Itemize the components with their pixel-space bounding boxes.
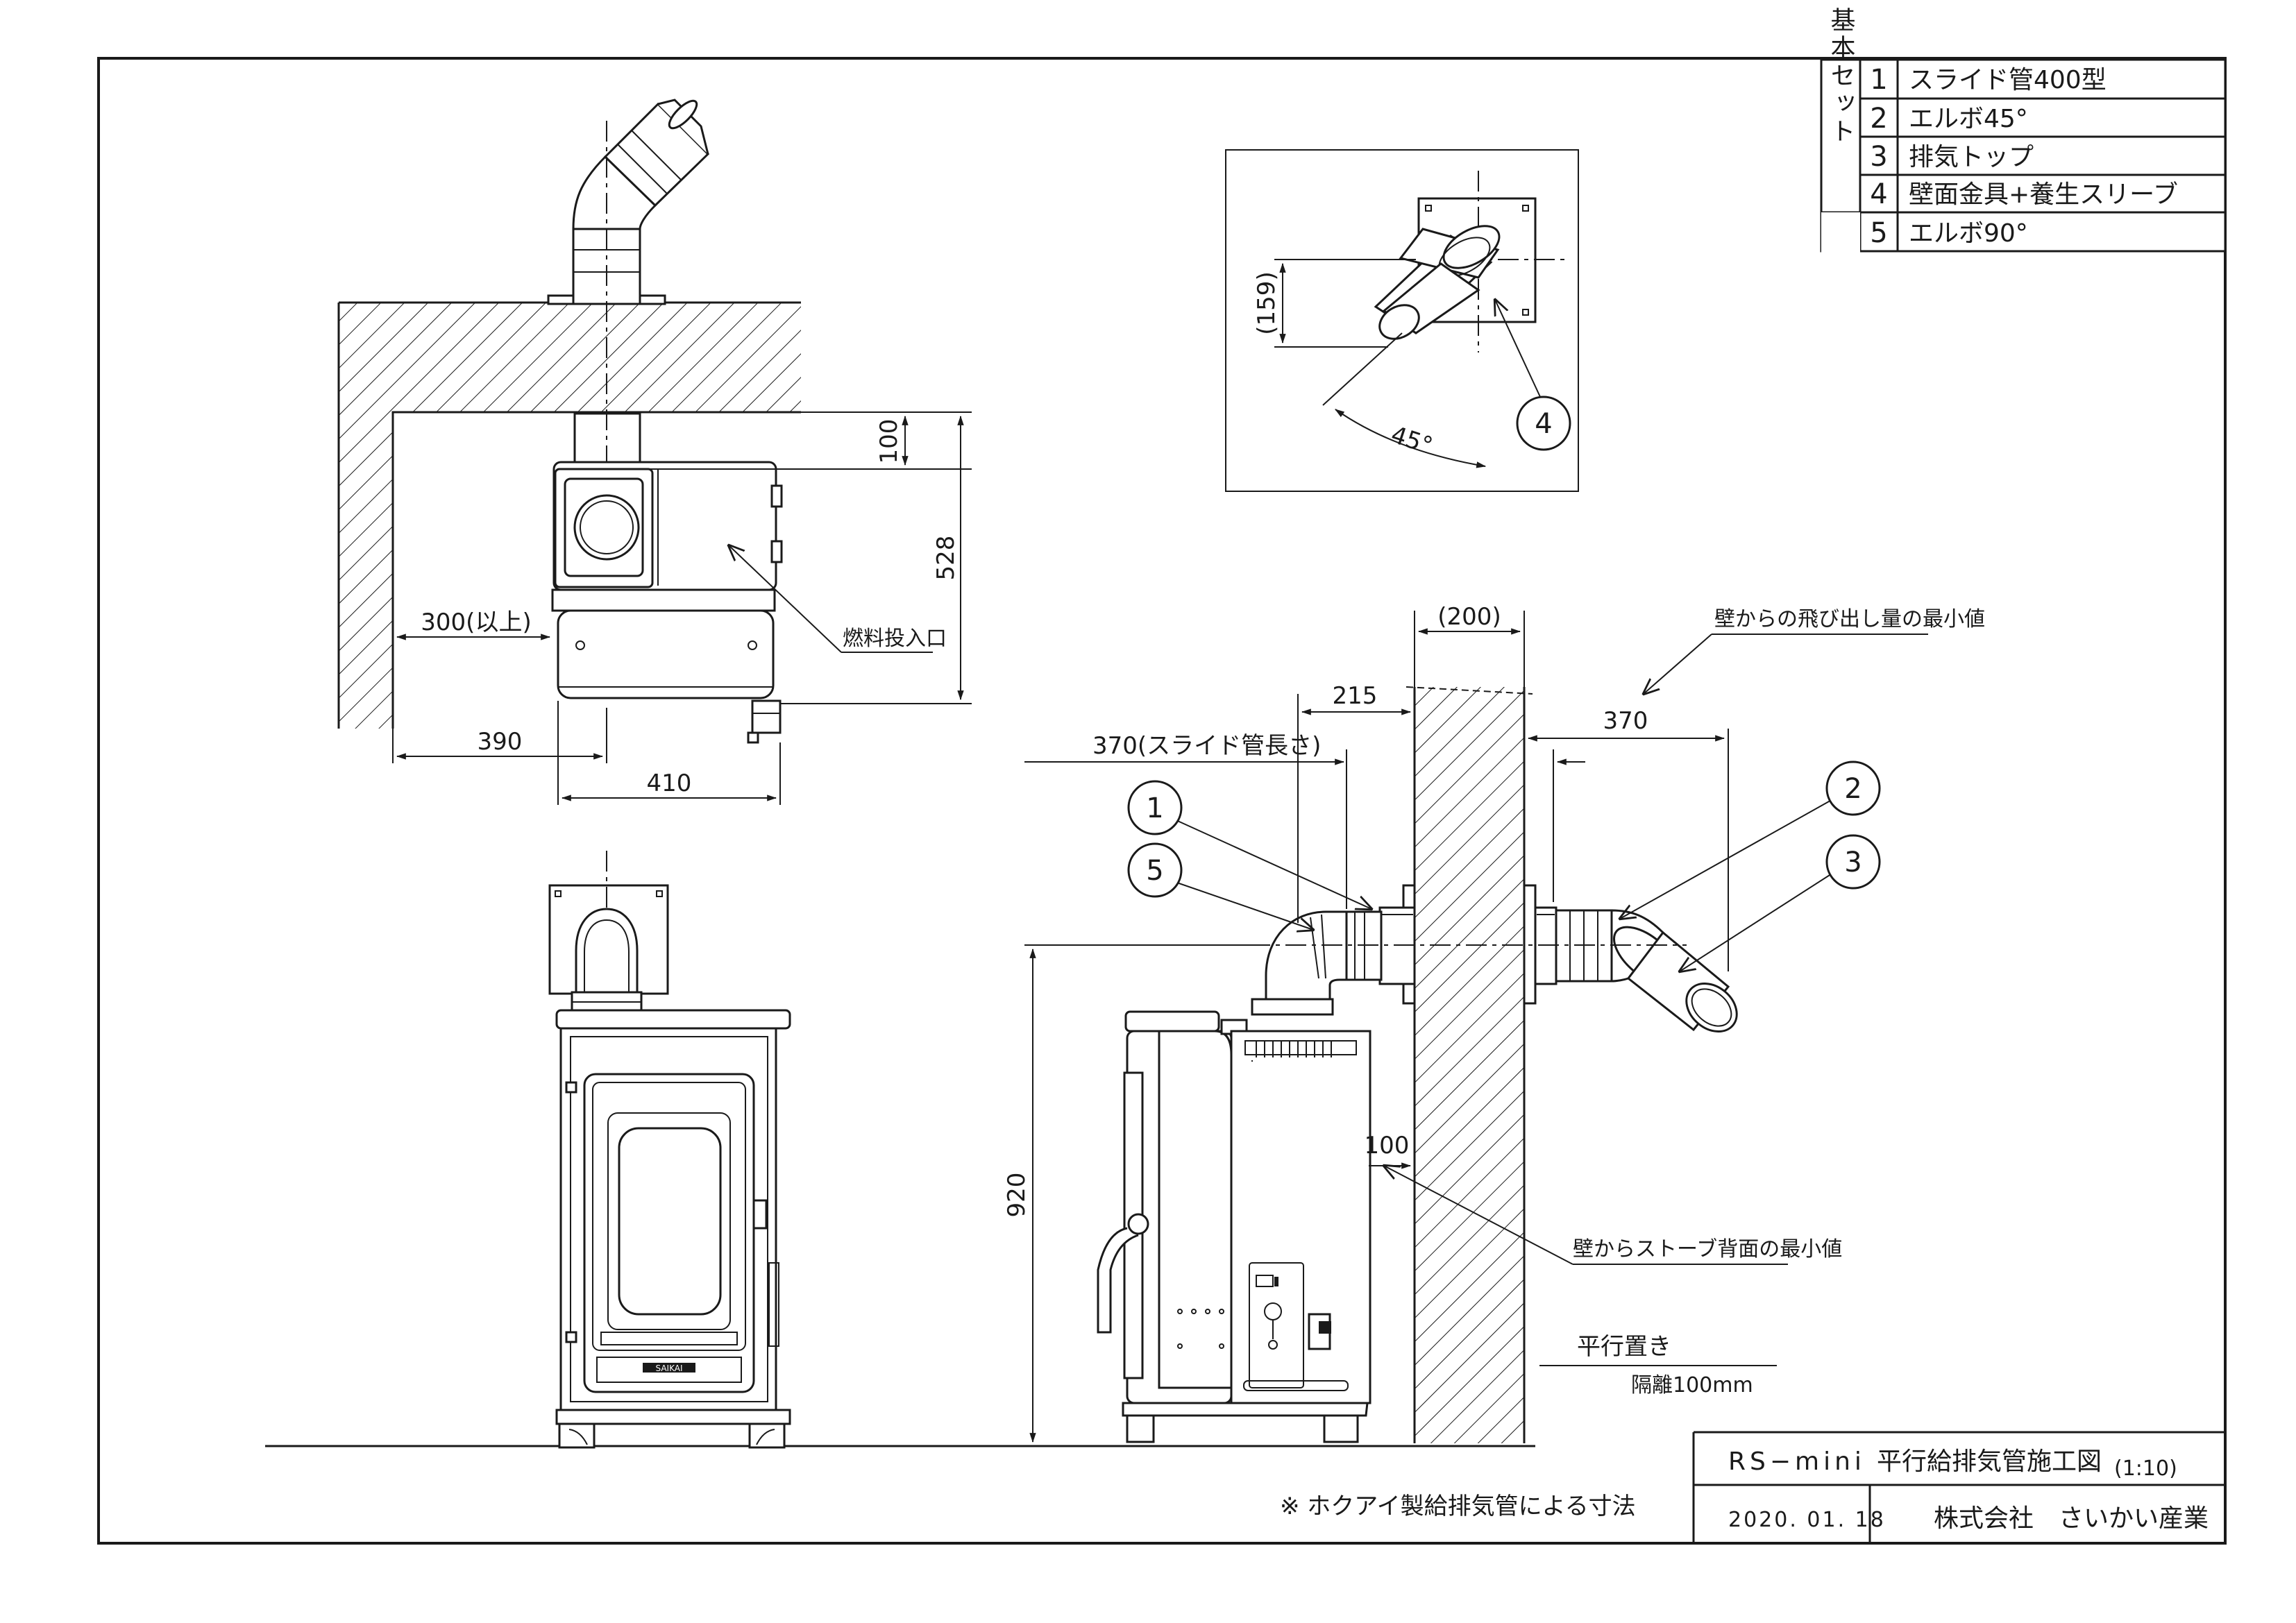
footnote: ※ ホクアイ製給排気管による寸法 <box>1280 1493 1636 1520</box>
parts-row-5-name: エルボ90° <box>1909 219 2028 248</box>
top-view: 100 528 300(以上) 390 410 燃料投入口 <box>337 99 972 805</box>
callout-2: 2 <box>1844 773 1862 805</box>
fuel-inlet-label: 燃料投入口 <box>843 627 947 651</box>
dim-159: (159) <box>1253 271 1281 334</box>
dim-100-gap: 100 <box>1365 1132 1410 1159</box>
parallel-label: 平行置き <box>1577 1333 1671 1361</box>
parts-row-1-no: 1 <box>1870 64 1887 96</box>
drawing-border <box>97 57 2227 1545</box>
model-label: RS−mini <box>1728 1447 1866 1476</box>
angle-45: 45° <box>1387 421 1436 461</box>
parts-table: 基本セット 1 スライド管400型 2 エルボ45° 3 排気トップ 4 壁面金… <box>1820 7 2227 253</box>
side-view: (200) 215 370 370(スライド管長さ) 920 100 壁からの飛… <box>265 603 1985 1447</box>
dim-920: 920 <box>1003 1173 1031 1218</box>
dim-370-right: 370 <box>1603 707 1648 735</box>
drawing-date: 2020. 01. 18 <box>1728 1508 1886 1532</box>
detail-view: (159) 45° 4 <box>1225 149 1579 492</box>
dim-390: 390 <box>478 728 523 756</box>
distance-label: 隔離100mm <box>1631 1373 1753 1397</box>
callout-4: 4 <box>1535 408 1552 440</box>
title-block: RS−mini 平行給排気管施工図 (1:10) 2020. 01. 18 株式… <box>1692 1431 2225 1543</box>
note-backside: 壁からストーブ背面の最小値 <box>1573 1237 1842 1261</box>
dim-300: 300(以上) <box>421 609 531 636</box>
parts-row-4-no: 4 <box>1870 178 1887 210</box>
front-view: SAIKAI <box>548 851 791 1449</box>
dim-100-top: 100 <box>875 419 903 464</box>
dim-215: 215 <box>1333 682 1378 710</box>
callout-1: 1 <box>1146 792 1163 824</box>
parts-row-4-name: 壁面金具+養生スリーブ <box>1909 180 2178 209</box>
drawing-title: 平行給排気管施工図 <box>1877 1447 2102 1476</box>
company-name: 株式会社 さいかい産業 <box>1934 1504 2209 1533</box>
dim-370-slide: 370(スライド管長さ) <box>1092 732 1321 760</box>
drawing-scale: (1:10) <box>2114 1456 2177 1481</box>
parts-group-label: 基本セット <box>1827 7 1855 146</box>
parts-row-5-no: 5 <box>1870 217 1887 249</box>
parts-row-3-no: 3 <box>1870 141 1887 173</box>
note-protrusion: 壁からの飛び出し量の最小値 <box>1714 607 1985 631</box>
callout-3: 3 <box>1844 847 1862 878</box>
parts-row-1-name: スライド管400型 <box>1909 66 2107 94</box>
dim-528: 528 <box>932 536 960 581</box>
parts-row-2-name: エルボ45° <box>1909 105 2028 133</box>
brand-label: SAIKAI <box>656 1363 683 1373</box>
dim-200: (200) <box>1437 603 1501 631</box>
callout-5: 5 <box>1146 855 1163 887</box>
dim-410: 410 <box>647 770 692 797</box>
parts-row-3-name: 排気トップ <box>1909 143 2034 171</box>
parts-row-2-no: 2 <box>1870 103 1887 135</box>
